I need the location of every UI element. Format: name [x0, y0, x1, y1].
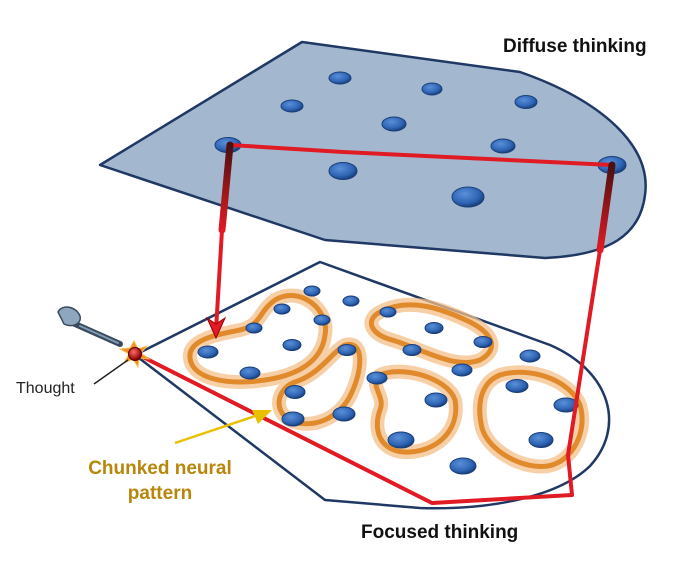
- chunked-label-line2: pattern: [127, 483, 193, 504]
- focused-neurons: [197, 285, 579, 475]
- focused-neuron: [387, 431, 415, 449]
- focused-neuron: [337, 344, 357, 356]
- diffuse-neuron: [381, 116, 407, 132]
- focused-neuron: [449, 457, 477, 475]
- focused-thinking-label: Focused thinking: [361, 522, 519, 543]
- focused-neuron: [402, 344, 422, 356]
- drop-right-lower: [566, 248, 602, 497]
- focused-neuron: [281, 411, 305, 427]
- diffuse-plane: [98, 40, 647, 260]
- diffuse-thinking-label: Diffuse thinking: [503, 36, 647, 57]
- focused-neuron: [273, 303, 291, 315]
- chunk-pointer-arrow: [174, 410, 272, 445]
- drop-right: [596, 161, 616, 254]
- diffuse-neuron: [490, 138, 516, 154]
- diffuse-neuron: [451, 186, 485, 208]
- drop-arrowhead: [205, 316, 227, 340]
- thought-label: Thought: [16, 380, 75, 397]
- focused-neuron: [519, 349, 541, 363]
- diffuse-neuron: [421, 82, 443, 96]
- drop-left-lower: [214, 228, 224, 332]
- focused-neuron: [313, 314, 331, 326]
- focused-neuron: [282, 339, 302, 351]
- diffuse-neuron: [514, 95, 538, 109]
- diffuse-neuron: [328, 71, 352, 85]
- diffuse-neuron: [280, 99, 304, 113]
- diffuse-neuron: [328, 162, 358, 180]
- focused-neuron: [553, 397, 579, 413]
- chunked-neural-pattern-label: Chunked neural pattern: [70, 456, 250, 506]
- focused-neuron: [451, 363, 473, 377]
- focused-neuron: [528, 432, 554, 448]
- thought-leader: [93, 359, 129, 385]
- focused-neuron: [424, 322, 444, 334]
- focused-neuron: [332, 406, 356, 422]
- focused-neuron: [342, 295, 360, 307]
- focused-neuron: [239, 366, 261, 380]
- thought-path: [135, 141, 616, 505]
- focused-neuron: [505, 379, 529, 393]
- focused-neuron: [379, 306, 397, 318]
- focused-neuron: [473, 336, 493, 348]
- focused-neuron: [284, 385, 306, 399]
- chunked-label-line1: Chunked neural: [88, 458, 232, 479]
- focused-neuron: [245, 322, 263, 334]
- focused-neuron: [303, 285, 321, 297]
- focused-neuron: [366, 371, 388, 385]
- chunk-patterns: [183, 288, 590, 474]
- pinball-plunger-icon: [57, 306, 123, 347]
- focused-neuron: [197, 345, 219, 359]
- focused-path: [135, 352, 574, 505]
- drop-left: [218, 141, 234, 234]
- focused-neuron: [424, 392, 448, 408]
- diffuse-path: [228, 143, 614, 167]
